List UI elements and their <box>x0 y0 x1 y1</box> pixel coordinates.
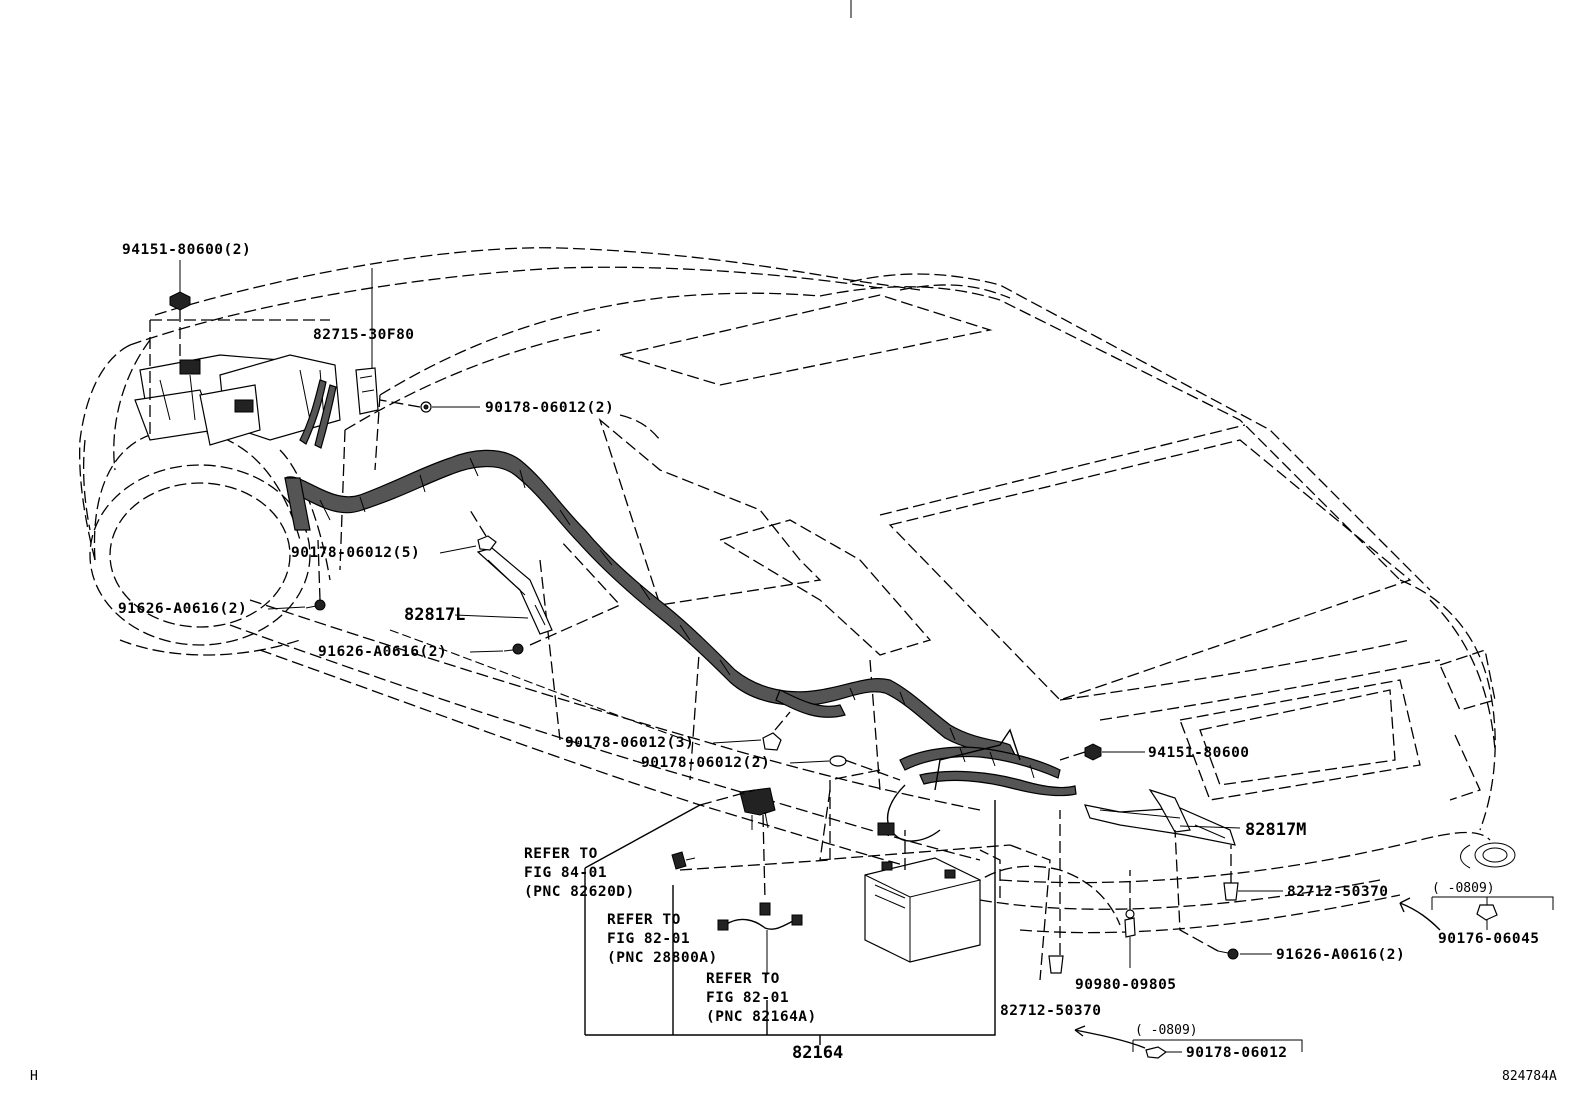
refer-28800a-line1: REFER TO <box>607 912 681 928</box>
engine-bay-junction-block <box>134 319 341 449</box>
connector-82620d <box>739 787 776 830</box>
label-91626-a0616-2-b: 91626-A0616(2) <box>318 644 447 660</box>
label-82164: 82164 <box>792 1043 843 1063</box>
fasteners <box>169 291 1498 1059</box>
bracket-82817l <box>476 547 553 635</box>
label-82817l: 82817L <box>404 605 465 625</box>
label-94151-80600-2: 94151-80600(2) <box>122 242 251 258</box>
label-90178-06012-2-top: 90178-06012(2) <box>485 400 614 416</box>
label-90980-09805: 90980-09805 <box>1075 977 1177 993</box>
corner-mark-left: H <box>30 1069 38 1084</box>
label-82817m: 82817M <box>1245 820 1306 840</box>
label-90176-06045: 90176-06045 <box>1438 931 1540 947</box>
label-91626-a0616-2-c: 91626-A0616(2) <box>1276 947 1405 963</box>
connector-28800a <box>671 851 696 870</box>
refer-28800a-line2: FIG 82-01 <box>607 931 690 947</box>
refer-82164a-line3: (PNC 82164A) <box>706 1009 817 1025</box>
label-90178-06012-bottom: 90178-06012 <box>1186 1045 1288 1061</box>
label-82712-50370-a: 82712-50370 <box>1287 884 1389 900</box>
main-wire-harness <box>284 449 1077 842</box>
label-90178-06012-2-mid: 90178-06012(2) <box>641 755 770 771</box>
label-90178-06012-3: 90178-06012(3) <box>565 735 694 751</box>
refer-82620d-line3: (PNC 82620D) <box>524 884 635 900</box>
label-91626-a0616-2-a: 91626-A0616(2) <box>118 601 247 617</box>
label-90178-06012-5: 90178-06012(5) <box>291 545 420 561</box>
label-0809-b: ( -0809) <box>1135 1023 1198 1038</box>
label-82715-30f80: 82715-30F80 <box>313 327 415 343</box>
refer-82164a-line1: REFER TO <box>706 971 780 987</box>
refer-82164a-line2: FIG 82-01 <box>706 990 789 1006</box>
figure-id: 824784A <box>1502 1069 1557 1084</box>
refer-28800a-line3: (PNC 28800A) <box>607 950 718 966</box>
label-82712-50370-b: 82712-50370 <box>1000 1003 1102 1019</box>
car-body-outline <box>79 247 1516 934</box>
refer-82620d-line1: REFER TO <box>524 846 598 862</box>
bracket-82817m <box>1084 788 1236 846</box>
leader-lines <box>179 260 1554 1053</box>
connector-82164a <box>717 902 803 931</box>
part-labels: 94151-80600(2) 82715-30F80 90178-06012(2… <box>30 242 1557 1084</box>
refer-82620d-line2: FIG 84-01 <box>524 865 607 881</box>
label-94151-80600: 94151-80600 <box>1148 745 1250 761</box>
bracket-82715-30f80 <box>355 367 379 415</box>
battery <box>864 857 981 963</box>
label-0809-a: ( -0809) <box>1432 881 1495 896</box>
